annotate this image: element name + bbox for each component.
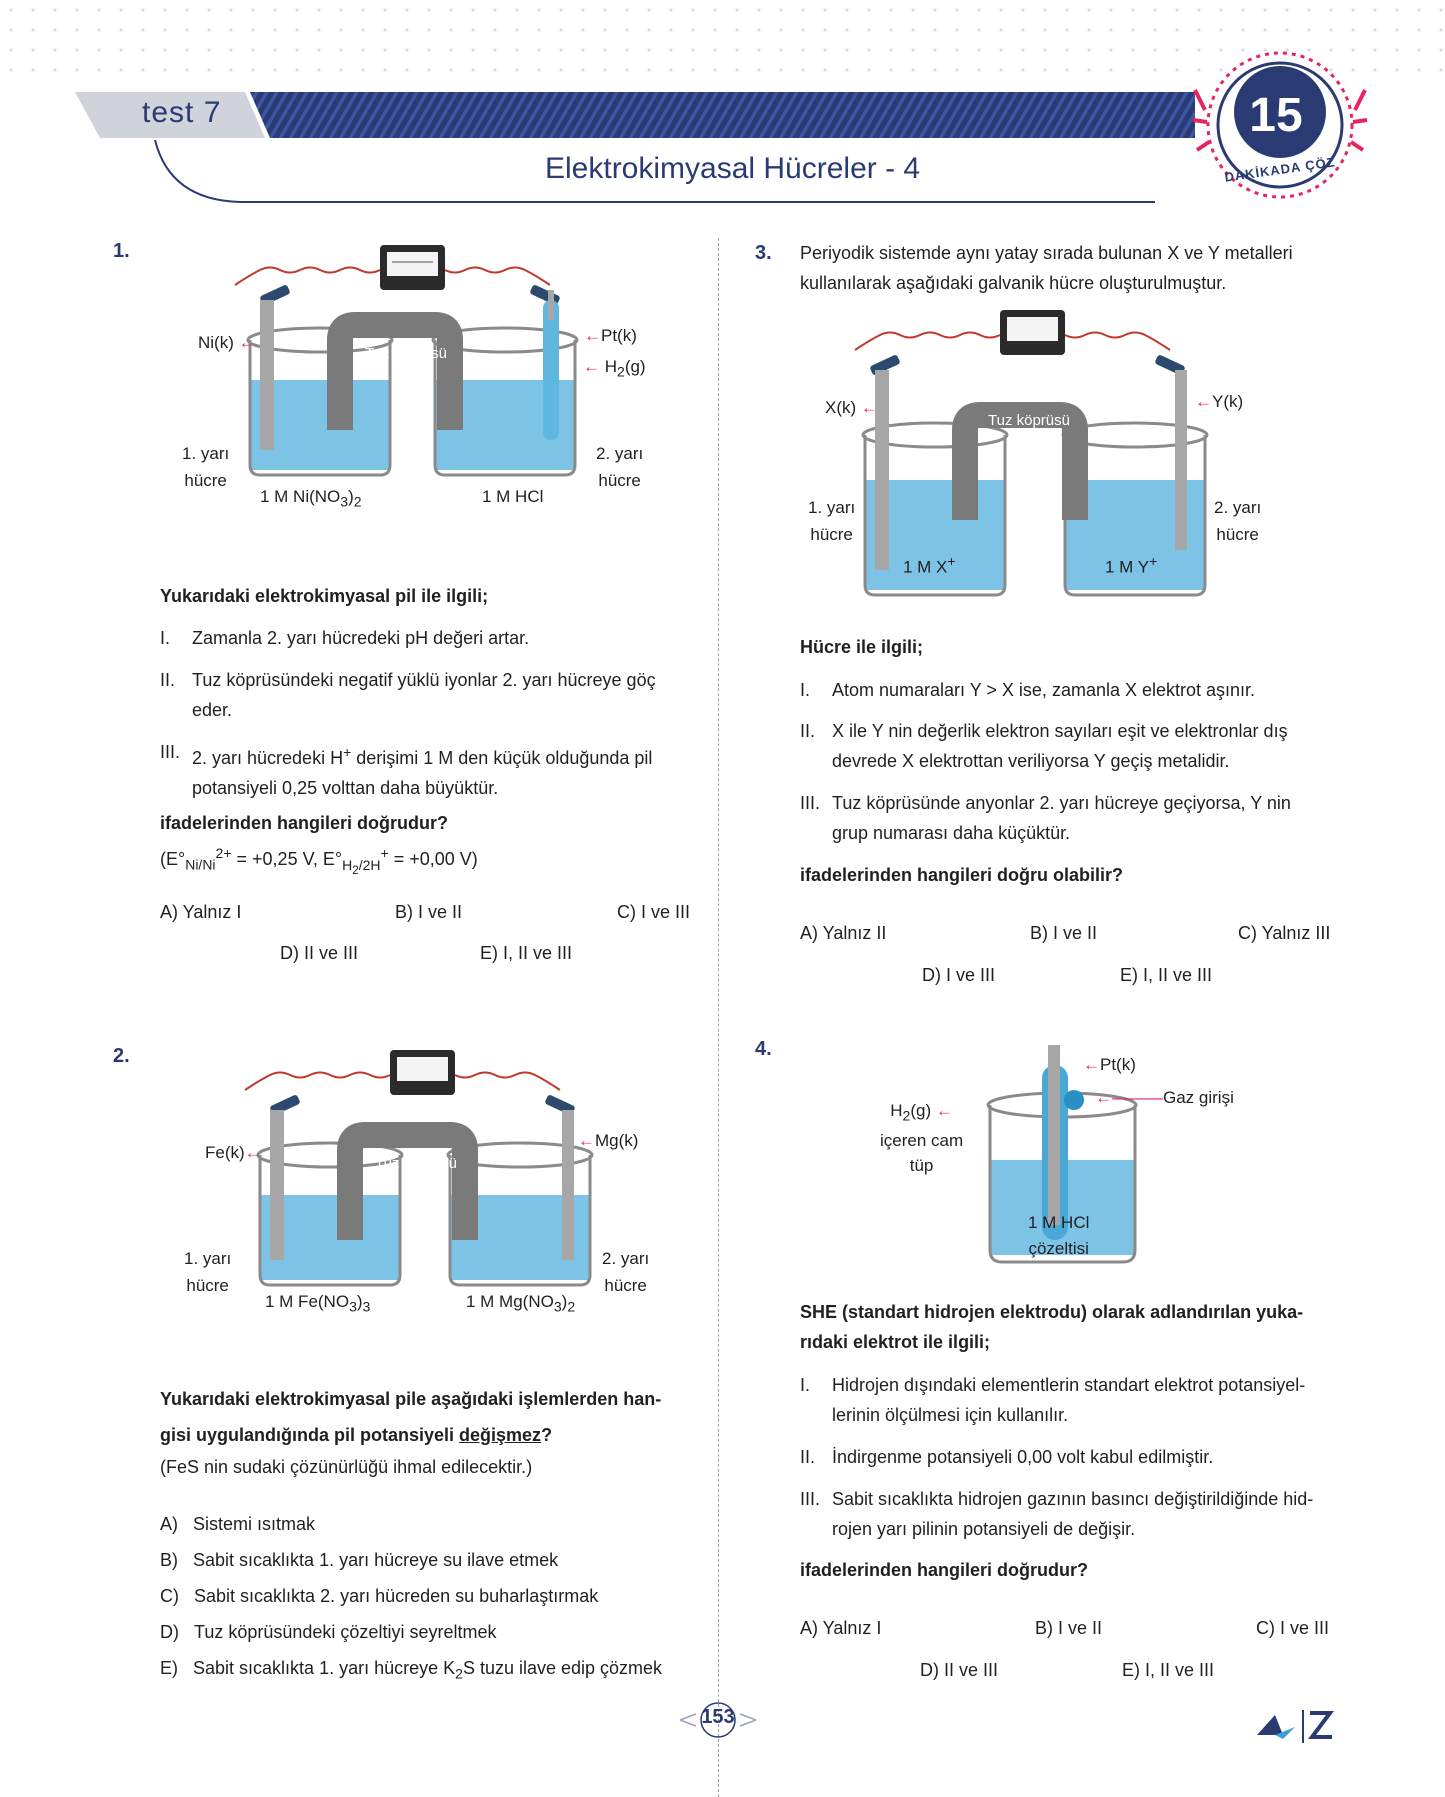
q3-option-d[interactable]: D) I ve III (922, 965, 996, 985)
q3-item-3-text: Tuz köprüsünde anyonlar 2. yarı hücreye … (832, 793, 1291, 843)
q2-right-solution-label: 1 M Mg(NO3)2 (466, 1292, 576, 1315)
q4-option-b[interactable]: B) I ve II (1035, 1618, 1103, 1638)
q3-item-2-text: X ile Y nin değerlik elektron sayıları e… (832, 721, 1288, 771)
q2-salt-bridge-label: Tuz köprüsü (375, 1155, 457, 1172)
q4-item-1-text: Hidrojen dışındaki elementlerin standart… (832, 1375, 1306, 1425)
q1-option-e[interactable]: E) I, II ve III (480, 943, 573, 963)
q2-cell-diagram (244, 1050, 594, 1287)
q1-option-d[interactable]: D) II ve III (280, 943, 359, 963)
q4-item-2-roman: II. (800, 1447, 816, 1467)
test-label: test 7 (142, 96, 222, 129)
q3-question: ifadelerinden hangileri doğru olabilir? (800, 865, 1124, 885)
q3-item-2-roman: II. (800, 721, 816, 741)
q4-option-a[interactable]: A) Yalnız I (800, 1618, 882, 1638)
q1-cell-diagram (234, 245, 579, 477)
q3-left-solution-label: 1 M X+ (903, 553, 956, 577)
q4-item-1-roman: I. (800, 1375, 811, 1395)
q2-option-b[interactable]: B) Sabit sıcaklıkta 1. yarı hücreye su i… (160, 1550, 559, 1570)
q3-item-1-roman: I. (800, 680, 811, 700)
q3-item-1-text: Atom numaraları Y > X ise, zamanla X ele… (832, 680, 1256, 700)
column-divider (718, 238, 719, 1797)
q4-option-d[interactable]: D) II ve III (920, 1660, 999, 1680)
q2-option-d[interactable]: D) Tuz köprüsündeki çözeltiyi seyreltmek (160, 1622, 497, 1642)
q1-right-solution-label: 1 M HCl (482, 487, 544, 506)
q3-cell-diagram (854, 310, 1209, 597)
q1-number: 1. (113, 240, 130, 262)
q4-pt-label: ←Pt(k) (1083, 1055, 1136, 1074)
q1-intro: Yukarıdaki elektrokimyasal pil ile ilgil… (160, 586, 489, 606)
q1-item-1-roman: I. (160, 628, 171, 648)
q4-question: ifadelerinden hangileri doğrudur? (800, 1560, 1089, 1580)
q3-option-b[interactable]: B) I ve II (1030, 923, 1098, 943)
q4-option-c[interactable]: C) I ve III (1256, 1618, 1330, 1638)
q3-right-solution-label: 1 M Y+ (1105, 553, 1158, 577)
page-number: 153 (701, 1706, 735, 1728)
q4-option-e[interactable]: E) I, II ve III (1122, 1660, 1215, 1680)
q2-stem: Yukarıdaki elektrokimyasal pile aşağıdak… (160, 1389, 662, 1445)
q2-note: (FeS nin sudaki çözünürlüğü ihmal edilec… (160, 1457, 533, 1477)
header-bar (75, 92, 1195, 138)
q1-item-1-text: Zamanla 2. yarı hücredeki pH değeri arta… (192, 628, 530, 648)
q2-option-c[interactable]: C) Sabit sıcaklıkta 2. yarı hücreden su … (160, 1586, 599, 1606)
q1-option-a[interactable]: A) Yalnız I (160, 902, 242, 922)
q3-salt-bridge-label: Tuz köprüsü (988, 412, 1070, 429)
q4-item-3-text: Sabit sıcaklıkta hidrojen gazının basınc… (832, 1489, 1314, 1539)
q3-number: 3. (755, 242, 772, 264)
q3-option-e[interactable]: E) I, II ve III (1120, 965, 1213, 985)
publisher-logo-icon (1257, 1710, 1334, 1743)
q3-intro: Hücre ile ilgili; (800, 637, 924, 657)
q1-item-2-roman: II. (160, 670, 176, 690)
q3-left-electrode-label: X(k) ← (825, 398, 878, 417)
q1-gas-label: ← H2(g) (583, 357, 646, 380)
page-title: Elektrokimyasal Hücreler - 4 (545, 152, 921, 185)
q4-item-3-roman: III. (800, 1489, 821, 1509)
q4-number: 4. (755, 1038, 772, 1060)
badge-number: 15 (1249, 89, 1303, 142)
q1-left-solution-label: 1 M Ni(NO3)2 (260, 487, 362, 510)
q1-salt-bridge-label: Tuz köprüsü (365, 345, 447, 362)
q2-option-a[interactable]: A) Sistemi ısıtmak (160, 1514, 316, 1534)
q4-gas-inlet-label: ←———Gaz girişi (1095, 1088, 1234, 1107)
q1-item-3-roman: III. (160, 742, 181, 762)
dot-pattern (0, 0, 1445, 80)
q4-item-2-text: İndirgenme potansiyeli 0,00 volt kabul e… (832, 1447, 1214, 1467)
q1-item-3-text: 2. yarı hücredeki H+ derişimi 1 M den kü… (192, 744, 653, 798)
q1-given: (E°Ni/Ni2+ = +0,25 V, E°H2/2H+ = +0,00 V… (160, 845, 478, 877)
q2-number: 2. (113, 1045, 130, 1067)
page-number-ornament (679, 1702, 757, 1738)
q3-item-3-roman: III. (800, 793, 821, 813)
q2-right-electrode-label: ←Mg(k) (578, 1131, 639, 1150)
q2-left-electrode-label: Fe(k)← (205, 1143, 262, 1162)
q1-question: ifadelerinden hangileri doğrudur? (160, 813, 449, 833)
q1-left-electrode-label: Ni(k) ← (198, 333, 256, 352)
q1-right-electrode-label: ←Pt(k) (584, 326, 637, 345)
q1-item-2-text: Tuz köprüsündeki negatif yüklü iyonlar 2… (192, 670, 656, 720)
title-underline (154, 140, 1155, 203)
q1-option-b[interactable]: B) I ve II (395, 902, 463, 922)
q2-left-solution-label: 1 M Fe(NO3)3 (265, 1292, 371, 1315)
q3-option-c[interactable]: C) Yalnız III (1238, 923, 1331, 943)
q4-stem: SHE (standart hidrojen elektrodu) olarak… (800, 1302, 1304, 1352)
q2-option-e[interactable]: E) Sabit sıcaklıkta 1. yarı hücreye K2S … (160, 1658, 663, 1682)
q3-option-a[interactable]: A) Yalnız II (800, 923, 887, 943)
q3-right-electrode-label: ←Y(k) (1195, 392, 1244, 411)
badge-15-icon (1192, 51, 1368, 199)
q4-she-diagram (986, 1045, 1138, 1264)
q1-option-c[interactable]: C) I ve III (617, 902, 691, 922)
q3-stem: Periyodik sistemde aynı yatay sırada bul… (800, 243, 1293, 293)
